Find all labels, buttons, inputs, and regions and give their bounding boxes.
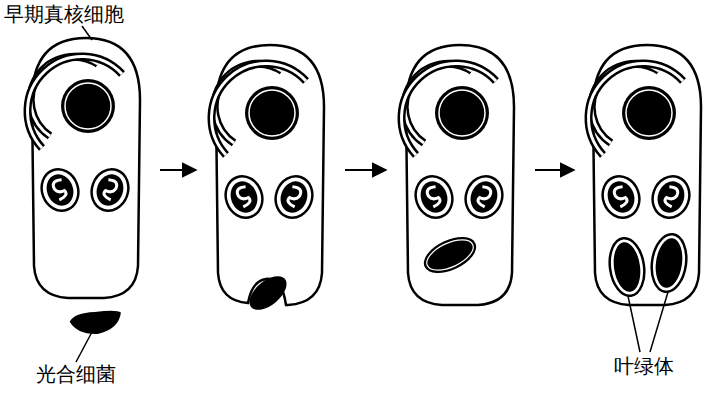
stage-arrows [160,169,574,171]
bacterium-label: 光合细菌 [36,362,116,386]
engulfed-cell [402,45,514,305]
cell-label: 早期真核细胞 [4,2,124,26]
chloroplast-label: 叶绿体 [614,354,674,378]
leader-lines [76,26,668,362]
engulfing-cell [212,45,324,316]
early-eukaryote-cell [28,38,140,298]
photosynthetic-bacterium [69,308,124,337]
cell-with-chloroplasts [589,45,701,305]
